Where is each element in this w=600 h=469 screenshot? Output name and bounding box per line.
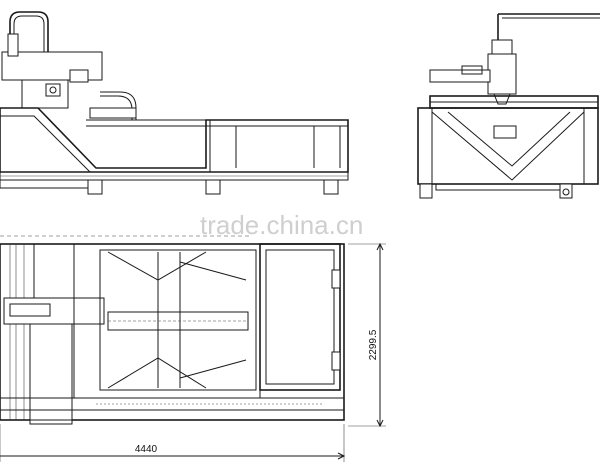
dimension-width: 2299.5: [348, 242, 386, 428]
side-view: [0, 11, 349, 195]
end-view: [417, 13, 600, 199]
plan-view: [0, 235, 345, 425]
watermark: trade.china.cn: [200, 210, 363, 240]
dimension-length-label: 4440: [135, 444, 158, 455]
dimension-length: 4440: [0, 424, 346, 462]
dimension-width-label: 2299.5: [368, 329, 379, 360]
